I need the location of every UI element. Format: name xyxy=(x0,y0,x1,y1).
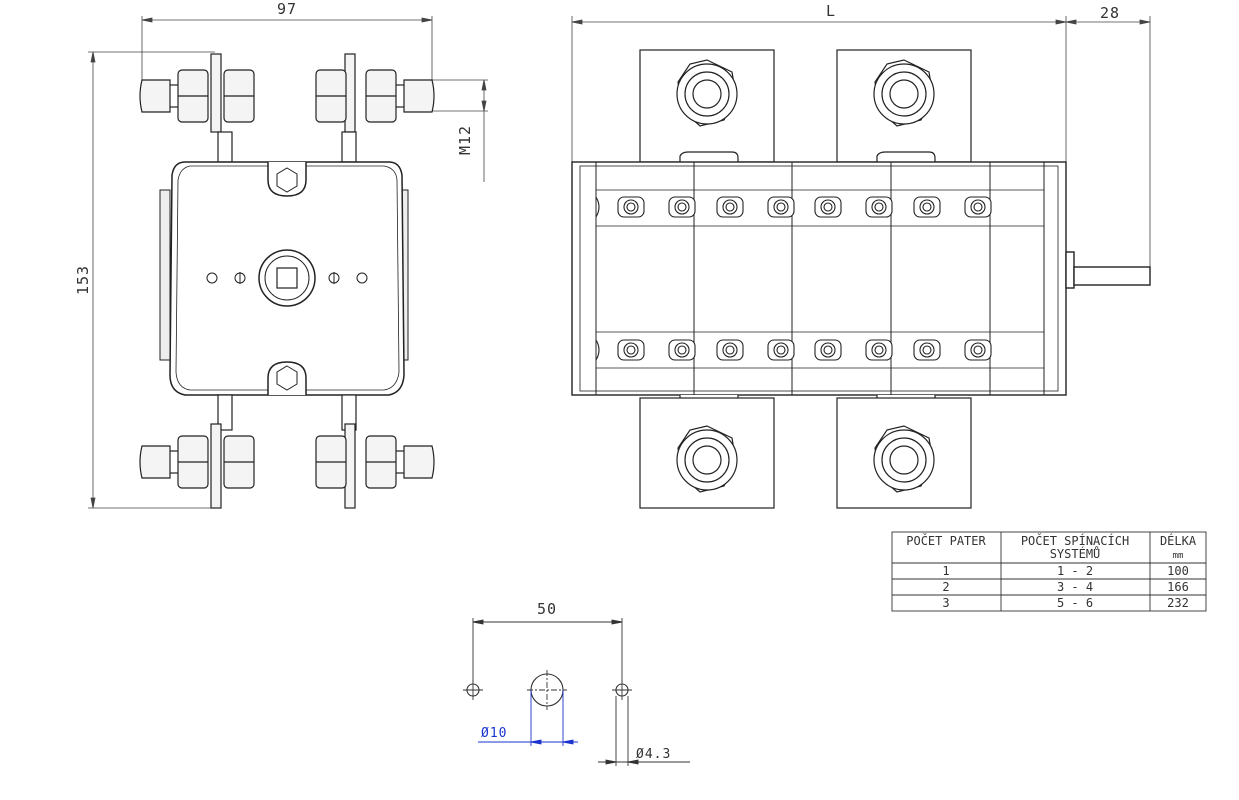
dimension-dia10-label: Ø10 xyxy=(481,726,507,741)
dimension-dia4-label: Ø4.3 xyxy=(636,747,671,762)
table-header-unit: mm xyxy=(1173,551,1184,561)
dimension-50-label: 50 xyxy=(537,600,557,618)
table-cell: 1 xyxy=(942,564,949,578)
length-table xyxy=(891,531,1207,612)
switch-housing xyxy=(571,161,1151,396)
dimension-m12-label: M12 xyxy=(456,125,474,155)
dimension-28 xyxy=(1065,16,1151,285)
top-right-nut xyxy=(873,59,935,127)
dimension-153-label: 153 xyxy=(74,265,92,295)
side-view: L 28 xyxy=(571,2,1151,509)
dimension-153 xyxy=(88,51,215,509)
bottom-terminals xyxy=(639,395,972,509)
table-cell: 166 xyxy=(1167,580,1189,594)
top-left-nut xyxy=(676,59,738,127)
bottom-left-bolt xyxy=(139,394,255,509)
table-header-systems-2: SYSTÉMŮ xyxy=(1050,546,1101,561)
table-cell: 2 xyxy=(942,580,949,594)
switch-body xyxy=(159,161,409,396)
bottom-left-nut xyxy=(676,425,738,493)
front-view: 97 153 M12 xyxy=(74,0,488,509)
bottom-right-bolt xyxy=(315,394,435,509)
drilling-pattern xyxy=(463,618,690,766)
dimension-L xyxy=(571,16,1067,162)
dimension-97-label: 97 xyxy=(277,0,297,18)
screw-row-top xyxy=(595,196,992,218)
table-cell: 1 - 2 xyxy=(1057,564,1093,578)
dimension-L-label: L xyxy=(826,2,836,20)
screw-row-bottom xyxy=(595,339,992,361)
table-header-length: DÉLKA xyxy=(1160,533,1197,548)
dimension-97 xyxy=(141,16,433,80)
table-cell: 3 - 4 xyxy=(1057,580,1093,594)
table-cell: 5 - 6 xyxy=(1057,596,1093,610)
top-left-bolt xyxy=(139,53,255,163)
table-header-floors: POČET PATER xyxy=(906,533,986,548)
dimension-m12 xyxy=(432,79,488,182)
dimension-10 xyxy=(478,690,578,746)
top-terminals xyxy=(639,49,972,163)
table-cell: 100 xyxy=(1167,564,1189,578)
table-header-systems-1: POČET SPÍNACÍCH xyxy=(1021,533,1129,548)
top-right-bolt xyxy=(315,53,435,163)
table-cell: 3 xyxy=(942,596,949,610)
dimension-28-label: 28 xyxy=(1100,4,1120,22)
table-cell: 232 xyxy=(1167,596,1189,610)
bottom-right-nut xyxy=(873,425,935,493)
